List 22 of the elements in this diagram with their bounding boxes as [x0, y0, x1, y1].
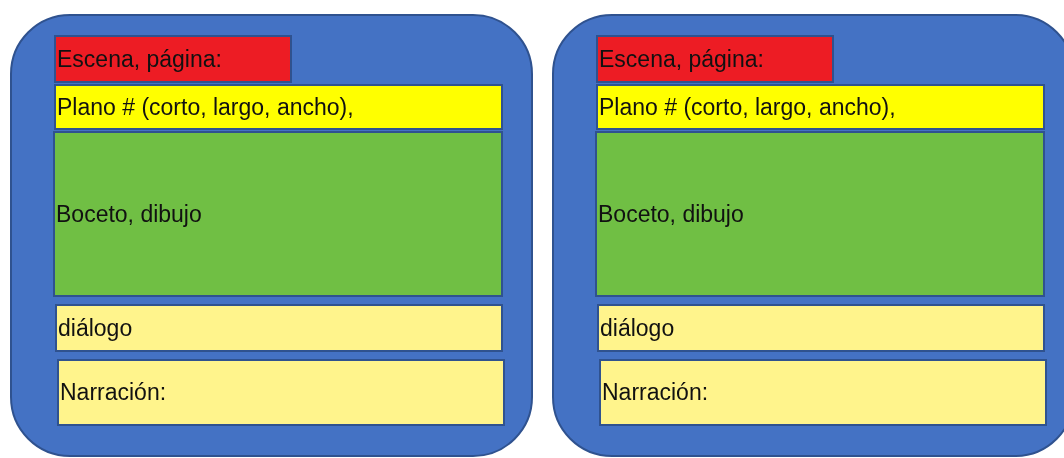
sketch-area [53, 131, 503, 297]
dialogue-field [597, 304, 1045, 352]
scene-page-field [54, 35, 292, 83]
field-label: Narración: [60, 379, 167, 406]
field-label: Boceto, dibujo [56, 200, 202, 228]
narration-field [599, 359, 1047, 426]
sketch-area [595, 131, 1045, 297]
field-label: Narración: [602, 379, 709, 406]
field-label: Boceto, dibujo [598, 200, 744, 228]
scene-page-field [596, 35, 834, 83]
field-label: Plano # (corto, largo, ancho), [599, 93, 896, 121]
field-label: Escena, página: [599, 45, 764, 73]
narration-field [57, 359, 505, 426]
shot-type-field [54, 84, 503, 130]
shot-type-field [596, 84, 1045, 130]
field-label: diálogo [58, 314, 133, 342]
dialogue-field [55, 304, 503, 352]
storyboard-card [552, 14, 1064, 457]
field-label: Escena, página: [57, 45, 222, 73]
field-label: diálogo [600, 314, 675, 342]
storyboard-card [10, 14, 533, 457]
field-label: Plano # (corto, largo, ancho), [57, 93, 354, 121]
